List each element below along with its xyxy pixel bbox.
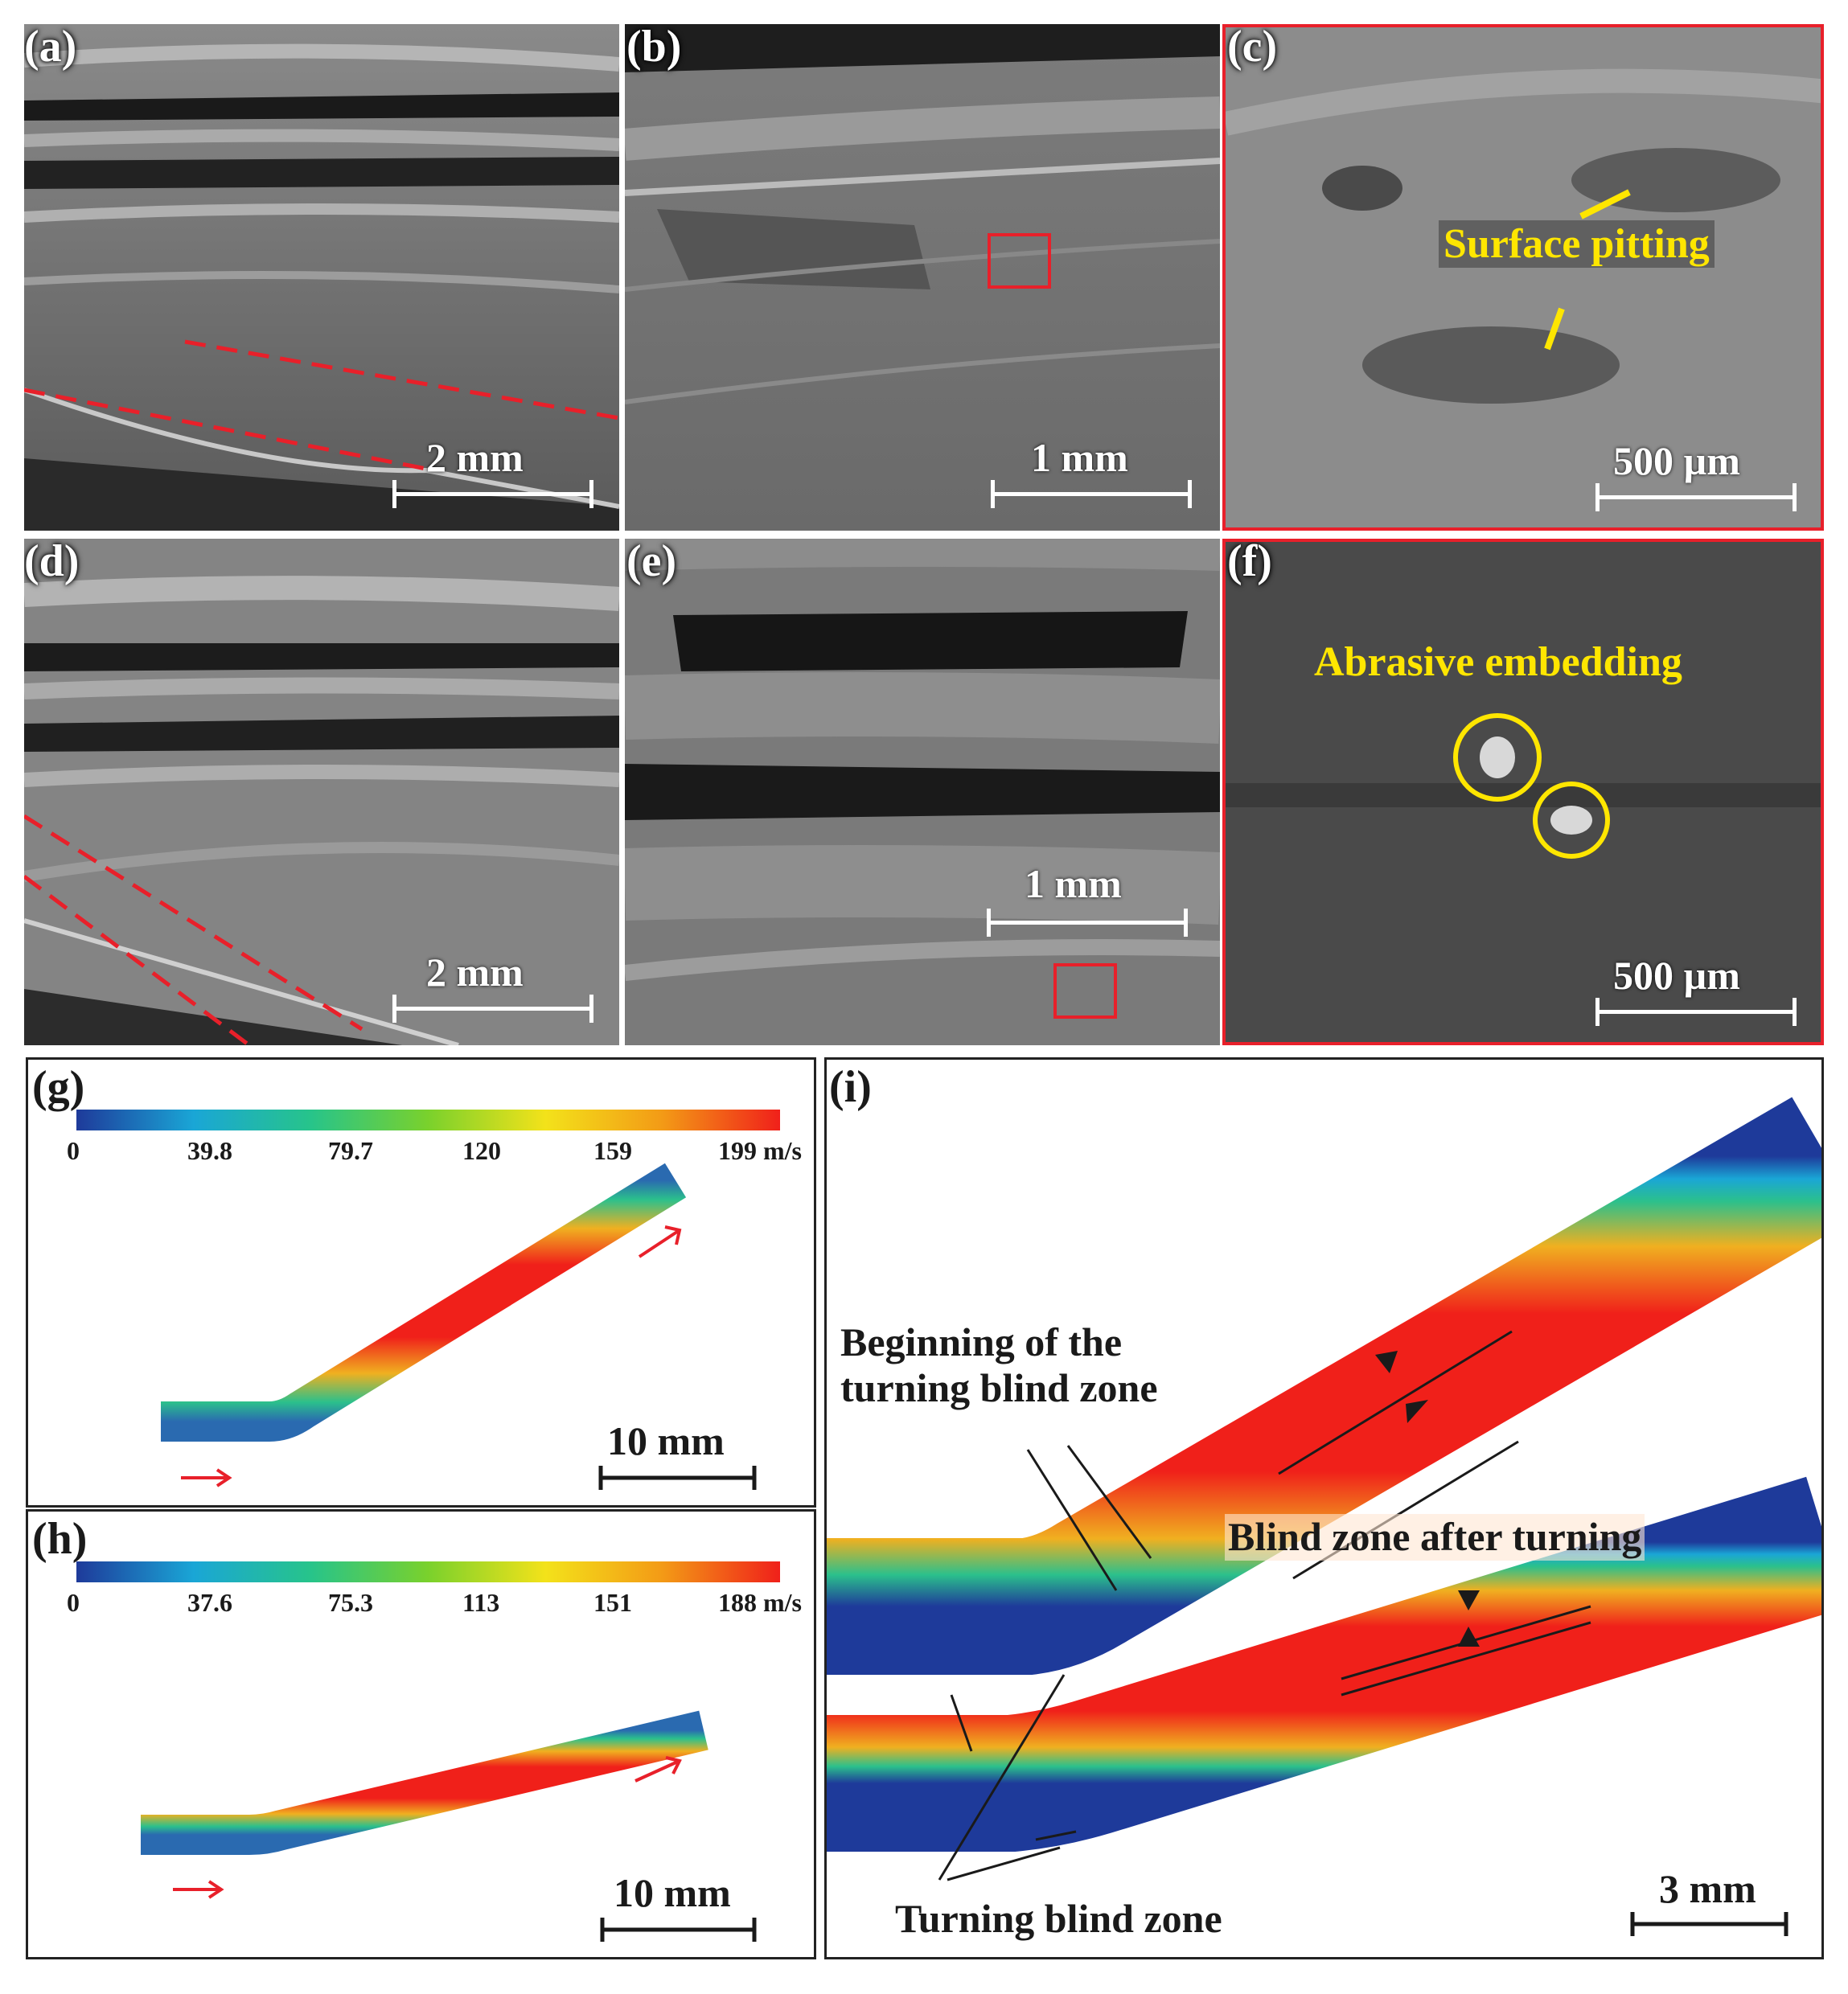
colorbar-tick: 37.6 — [187, 1588, 232, 1617]
sem-image-f — [1226, 542, 1821, 1042]
panel-label: (h) — [32, 1514, 88, 1564]
panel-d: (d) 2 mm — [24, 539, 619, 1045]
scale-label: 500 µm — [1613, 438, 1740, 483]
panel-i: (i) Beginning of the turning blind zone … — [824, 1057, 1824, 1959]
highlight-circle — [1453, 713, 1542, 802]
beginning-annotation-line1: Beginning of the — [840, 1319, 1123, 1364]
scale-bar — [991, 480, 1192, 508]
abrasive-particle — [1480, 736, 1515, 778]
colorbar-tick: 188 m/s — [718, 1588, 802, 1617]
panel-label: (d) — [24, 539, 80, 586]
panel-h: (h) 0 37.6 75.3 113 151 188 m/s 10 mm — [26, 1509, 816, 1959]
scale-label: 1 mm — [1025, 861, 1122, 906]
scale-label: 10 mm — [607, 1418, 725, 1463]
colorbar-tick: 39.8 — [187, 1136, 232, 1165]
flow-arrow — [638, 1225, 682, 1258]
blind-zone-after-turning-label: Blind zone after turning — [1225, 1514, 1645, 1561]
panel-a: (a) 2 mm — [24, 24, 619, 531]
sem-image-a — [24, 24, 619, 531]
abrasive-particle — [1550, 806, 1592, 835]
highlight-circle — [1533, 782, 1610, 859]
colorbar-tick: 0 — [67, 1136, 80, 1165]
panel-label: (a) — [24, 24, 77, 72]
zoom-box — [1053, 963, 1117, 1019]
surface-pitting-label: Surface pitting — [1439, 220, 1715, 268]
colorbar-tick: 0 — [67, 1588, 80, 1617]
scale-label: 500 µm — [1613, 953, 1740, 998]
panel-label: (i) — [829, 1062, 872, 1112]
abrasive-embedding-label: Abrasive embedding — [1314, 639, 1682, 685]
sem-image-c — [1226, 27, 1821, 527]
red-dashed-line — [184, 339, 619, 421]
turning-blind-zone-label: Turning blind zone — [895, 1896, 1222, 1941]
scale-label: 2 mm — [426, 435, 524, 480]
panel-label: (c) — [1227, 24, 1278, 72]
scale-label: 2 mm — [426, 950, 524, 995]
panel-g: (g) 0 39.8 79.7 120 159 199 m/s 10 mm — [26, 1057, 816, 1508]
scale-bar — [1595, 483, 1797, 511]
sem-image-b — [625, 24, 1220, 531]
zoom-box — [988, 233, 1051, 289]
scale-label: 1 mm — [1031, 435, 1128, 480]
colorbar-tick: 159 — [593, 1136, 632, 1165]
panel-label: (f) — [1227, 539, 1272, 586]
sem-image-e — [625, 539, 1220, 1045]
color-bar — [76, 1110, 780, 1130]
scale-bar — [392, 480, 593, 508]
colorbar-tick: 199 m/s — [718, 1136, 802, 1165]
flow-field-h — [141, 1710, 757, 1942]
beginning-annotation-line2: turning blind zone — [840, 1365, 1158, 1410]
colorbar-tick: 120 — [462, 1136, 501, 1165]
color-bar — [76, 1561, 780, 1582]
scale-label: 10 mm — [614, 1870, 731, 1915]
panel-f: (f) Abrasive embedding 500 µm — [1222, 539, 1824, 1045]
red-dashed-line — [24, 388, 435, 473]
flow-arrow — [634, 1756, 682, 1783]
sem-image-d — [24, 539, 619, 1045]
panel-e: (e) 1 mm — [625, 539, 1220, 1045]
flow-field-g — [161, 1163, 757, 1490]
flow-arrow — [173, 1880, 224, 1899]
scale-label: 3 mm — [1659, 1866, 1756, 1911]
flow-arrow — [181, 1468, 232, 1487]
panel-b: (b) 1 mm — [625, 24, 1220, 531]
red-dashed-line — [24, 814, 363, 1032]
scale-bar — [987, 909, 1188, 937]
scale-bar — [1595, 998, 1797, 1026]
colorbar-tick: 75.3 — [328, 1588, 373, 1617]
colorbar-tick: 113 — [462, 1588, 500, 1617]
flow-field-i — [827, 1097, 1821, 1936]
scale-bar — [392, 995, 593, 1023]
panel-label: (b) — [626, 24, 682, 72]
panel-label: (g) — [32, 1062, 85, 1112]
colorbar-tick: 151 — [593, 1588, 632, 1617]
panel-label: (e) — [626, 539, 677, 586]
colorbar-tick: 79.7 — [328, 1136, 373, 1165]
red-dashed-line — [24, 875, 251, 1045]
panel-c: (c) Surface pitting 500 µm — [1222, 24, 1824, 531]
